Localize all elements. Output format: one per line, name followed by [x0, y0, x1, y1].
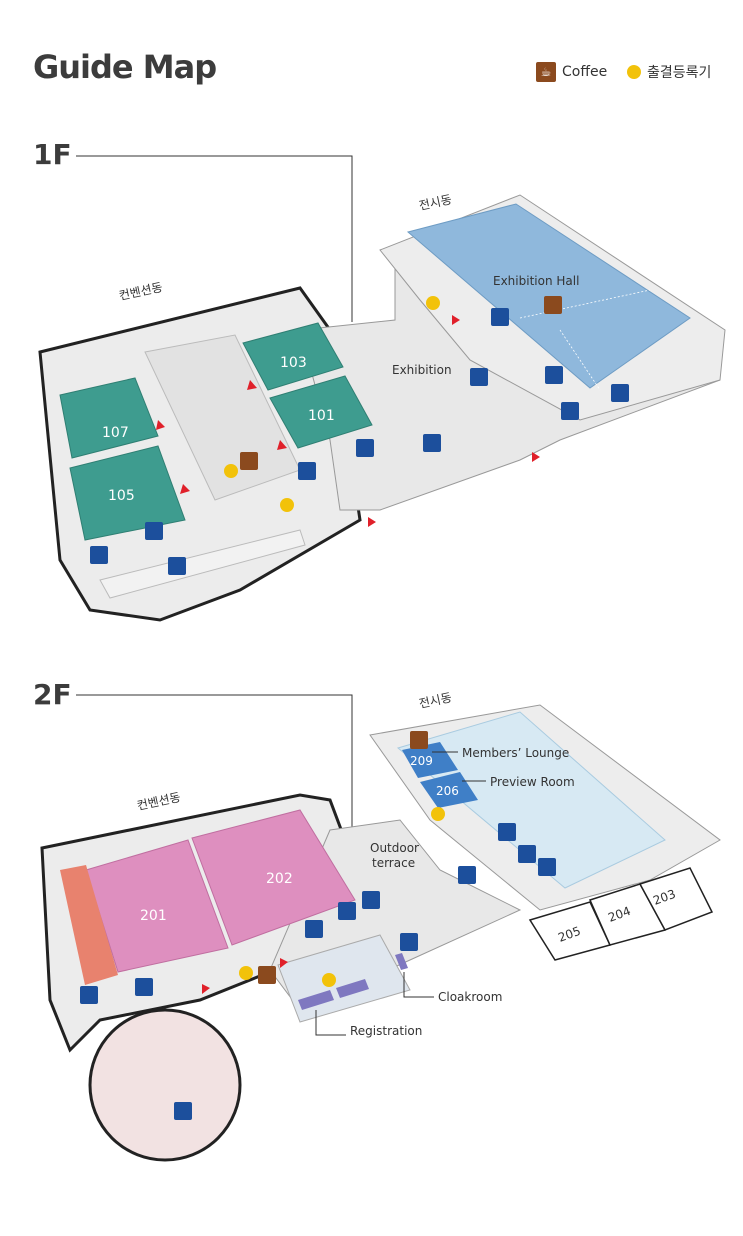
- f2-room-202-label: 202: [266, 871, 293, 887]
- f2-cloakroom-desk: [395, 953, 408, 970]
- f1-room-103: [242, 322, 344, 391]
- floor-1-map: 107 105 103 101 컨벤션동 전시동 Exhibition Hall…: [38, 192, 726, 622]
- f1-entrance-arrow-4: [247, 380, 257, 390]
- legend-coffee: ☕ Coffee: [536, 62, 607, 82]
- kiosk-dot-icon: [627, 65, 641, 79]
- f2-stairs-icon-1: [458, 866, 476, 884]
- f1-room-101-label: 101: [308, 408, 335, 424]
- f1-stairs-icon-2: [90, 546, 108, 564]
- floor-1-leader-line: [76, 155, 353, 322]
- f1-elevator-icon-3: [356, 439, 374, 457]
- f2-room-206-label: 206: [436, 784, 459, 798]
- f1-entrance-arrow-1: [452, 315, 460, 325]
- f1-coffee-icon-1: [544, 296, 562, 314]
- f2-room-209: [402, 742, 458, 778]
- f2-salmon-area: [60, 865, 118, 985]
- floor-1-label: 1F: [33, 138, 72, 171]
- f2-registration-desk-1: [298, 990, 334, 1010]
- f1-entrance-arrow-3: [180, 484, 190, 494]
- f1-room-105: [69, 445, 186, 541]
- f2-room-209-label: 209: [410, 754, 433, 768]
- f2-elevator-icon-1: [538, 858, 556, 876]
- f2-room-203: [638, 867, 714, 931]
- f1-room-105-label: 105: [108, 488, 135, 504]
- f1-entrance-arrow-2: [156, 420, 165, 430]
- coffee-icon: ☕: [536, 62, 556, 82]
- f2-convention-label: 컨벤션동: [136, 790, 182, 813]
- f2-entrance-arrow-1: [280, 958, 288, 968]
- f1-exhibition-hall-label: Exhibition Hall: [493, 274, 579, 288]
- f1-exhibition-wing-label: 전시동: [418, 192, 453, 213]
- f1-kiosk-1: [426, 296, 440, 310]
- f1-kiosk-2: [224, 464, 238, 478]
- f2-stairs-icon-3: [80, 986, 98, 1004]
- f1-entrance-arrow-7: [532, 452, 540, 462]
- f1-elevator-icon-1: [491, 308, 509, 326]
- f1-elevator-icon-2: [545, 366, 563, 384]
- f2-room-201: [85, 839, 229, 973]
- f1-entrance-arrow-5: [277, 440, 287, 450]
- f1-room-107: [59, 377, 159, 459]
- f1-entrance-arrow-6: [368, 517, 376, 527]
- f1-stairs-icon-1: [470, 368, 488, 386]
- f2-elevator-icon-2: [338, 902, 356, 920]
- floor-2-map: 201 202 209 206 205 204 203 컨벤션동 전시동 Out…: [40, 690, 721, 1162]
- f2-members-lounge-label: Members’ Lounge: [462, 746, 569, 760]
- f2-registration-desk-2: [336, 979, 369, 998]
- f2-preview-room-label: Preview Room: [490, 775, 575, 789]
- f2-restroom-icon-4: [135, 978, 153, 996]
- f2-exhibition-hall: [396, 711, 666, 889]
- f1-restroom-icon-2: [611, 384, 629, 402]
- floor-2-leader-line: [76, 694, 353, 830]
- f2-stairs-icon-2: [362, 891, 380, 909]
- f1-kiosk-3: [280, 498, 294, 512]
- f2-exhibition-wing-label: 전시동: [418, 690, 453, 711]
- f1-exhibition-label: Exhibition: [392, 363, 452, 377]
- f1-room-101: [269, 375, 373, 449]
- legend-kiosk: 출결등록기: [627, 62, 711, 82]
- f1-room-103-label: 103: [280, 355, 307, 371]
- f2-escalator-icon: [400, 933, 418, 951]
- f1-escalator-icon: [423, 434, 441, 452]
- f2-cloakroom-label: Cloakroom: [438, 990, 502, 1004]
- f2-entrance-arrow-2: [202, 984, 210, 994]
- f1-convention-label: 컨벤션동: [118, 280, 164, 303]
- f1-coffee-icon-2: [240, 452, 258, 470]
- f2-restroom-icon-2: [518, 845, 536, 863]
- f2-restroom-icon-1: [498, 823, 516, 841]
- f2-oval-annex: [88, 1008, 242, 1162]
- f2-kiosk-1: [431, 807, 445, 821]
- f1-room-107-label: 107: [102, 425, 129, 441]
- f2-terrace-label-1: Outdoor: [370, 841, 419, 855]
- f2-coffee-icon-2: [258, 966, 276, 984]
- f2-coffee-icon-1: [410, 731, 428, 749]
- f1-restroom-icon-4: [145, 522, 163, 540]
- f2-kiosk-2: [239, 966, 253, 980]
- legend-coffee-label: Coffee: [562, 64, 608, 80]
- page-title: Guide Map: [33, 48, 217, 86]
- f1-restroom-icon-1: [561, 402, 579, 420]
- floor-2-label: 2F: [33, 678, 72, 711]
- f2-room-201-label: 201: [140, 908, 167, 924]
- f2-registration-label: Registration: [350, 1024, 422, 1038]
- legend-kiosk-label: 출결등록기: [647, 65, 712, 81]
- f2-terrace-label-2: terrace: [372, 856, 415, 870]
- f2-room-202: [191, 809, 356, 946]
- f2-kiosk-3: [322, 973, 336, 987]
- f2-restroom-icon-3: [305, 920, 323, 938]
- f2-restaurant-icon: [174, 1102, 192, 1120]
- f1-restaurant-icon: [168, 557, 186, 575]
- f1-restroom-icon-3: [298, 462, 316, 480]
